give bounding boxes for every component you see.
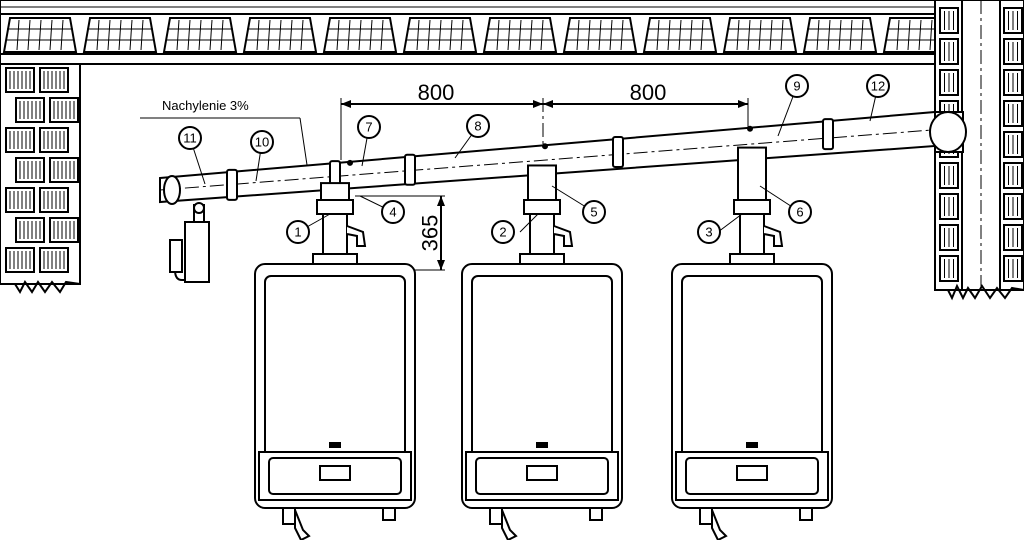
flue-pipe	[159, 110, 967, 205]
callout-number: 9	[793, 79, 800, 94]
slope-label: Nachylenie 3%	[162, 98, 249, 113]
callout-5: 5	[582, 200, 606, 224]
callout-12: 12	[866, 74, 890, 98]
callout-10: 10	[250, 130, 274, 154]
callout-2: 2	[491, 220, 515, 244]
callout-number: 10	[255, 135, 269, 150]
pipe-joint	[226, 168, 238, 201]
boiler-icon	[254, 182, 416, 540]
callout-number: 5	[590, 205, 597, 220]
condensate-trap-icon	[169, 202, 210, 283]
callout-number: 3	[705, 225, 712, 240]
pipe-joint	[404, 153, 416, 186]
callout-number: 8	[474, 119, 481, 134]
callout-number: 6	[796, 205, 803, 220]
callout-9: 9	[785, 74, 809, 98]
callout-number: 2	[499, 225, 506, 240]
slope-annotation: Nachylenie 3%	[140, 98, 311, 186]
pipe-tee	[747, 125, 753, 132]
callout-number: 11	[183, 131, 197, 146]
callout-number: 7	[365, 120, 372, 135]
pipe-tee	[347, 159, 353, 166]
pipe-joint	[822, 118, 834, 151]
dimension-label: 800	[418, 80, 455, 105]
callout-number: 12	[871, 79, 885, 94]
callout-8: 8	[466, 114, 490, 138]
dimension-800-b: 800	[542, 80, 749, 270]
boiler-icon	[461, 164, 623, 540]
callout-number: 4	[389, 205, 396, 220]
dimension-label: 800	[630, 80, 667, 105]
pipe-tee	[542, 143, 548, 150]
dimension-800-a: 800	[340, 80, 543, 160]
callout-3: 3	[697, 220, 721, 244]
callout-number: 1	[294, 225, 301, 240]
callout-11: 11	[178, 126, 202, 150]
dimension-label: 365	[418, 215, 443, 252]
callout-6: 6	[788, 200, 812, 224]
callout-1: 1	[286, 220, 310, 244]
roof-tiles-icon	[0, 0, 958, 65]
callout-7: 7	[357, 115, 381, 139]
left-brick-wall	[0, 63, 81, 295]
pipe-joint	[612, 135, 624, 168]
callout-4: 4	[381, 200, 405, 224]
boiler-icon	[671, 146, 833, 540]
